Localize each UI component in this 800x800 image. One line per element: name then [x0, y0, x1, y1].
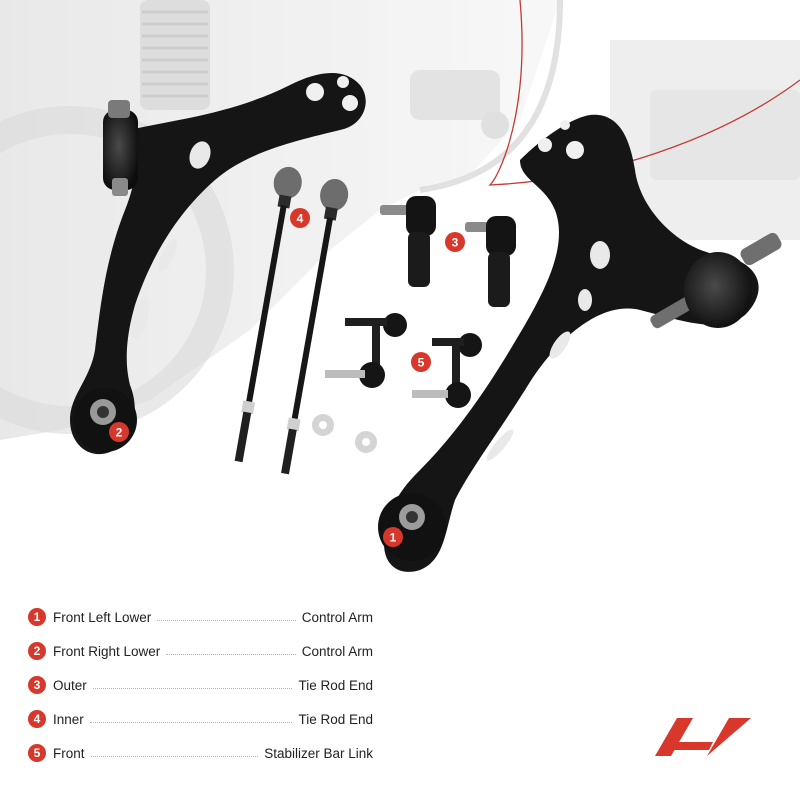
- part-position-label: Front: [53, 745, 85, 761]
- parts-list-item: 2 Front Right Lower Control Arm: [28, 634, 373, 668]
- dotted-leader-line: [166, 653, 296, 655]
- parts-list-item: 5 Front Stabilizer Bar Link: [28, 736, 373, 770]
- parts-list-item: 3 Outer Tie Rod End: [28, 668, 373, 702]
- part-number-badge: 2: [28, 642, 46, 660]
- part-number-badge: 5: [28, 744, 46, 762]
- svg-text:4: 4: [297, 212, 304, 226]
- brand-logo: [655, 708, 775, 768]
- part-number-badge: 3: [28, 676, 46, 694]
- part-position-label: Outer: [53, 677, 87, 693]
- accent-arc-decoration: [488, 0, 800, 186]
- part-type-label: Tie Rod End: [298, 677, 373, 693]
- callout-badge-4: 4: [290, 208, 310, 228]
- parts-list-item: 1 Front Left Lower Control Arm: [28, 600, 373, 634]
- callout-badge-5: 5: [411, 352, 431, 372]
- svg-text:2: 2: [116, 426, 123, 440]
- callout-badge-3: 3: [445, 232, 465, 252]
- dotted-leader-line: [89, 721, 293, 723]
- part-type-label: Control Arm: [301, 643, 373, 659]
- svg-text:3: 3: [452, 236, 459, 250]
- part-type-label: Tie Rod End: [298, 711, 373, 727]
- dotted-leader-line: [92, 687, 293, 689]
- callout-badge-1: 1: [383, 527, 403, 547]
- parts-list-item: 4 Inner Tie Rod End: [28, 702, 373, 736]
- parts-list: 1 Front Left Lower Control Arm 2 Front R…: [28, 600, 373, 770]
- dotted-leader-line: [157, 619, 296, 621]
- part-number-badge: 1: [28, 608, 46, 626]
- part-number-badge: 4: [28, 710, 46, 728]
- part-position-label: Front Right Lower: [53, 643, 161, 659]
- svg-text:5: 5: [418, 356, 425, 370]
- inner-tie-rods: [234, 166, 349, 475]
- callout-badge-2: 2: [109, 422, 129, 442]
- part-position-label: Front Left Lower: [53, 609, 152, 625]
- dotted-leader-line: [90, 755, 259, 757]
- part-type-label: Control Arm: [301, 609, 373, 625]
- outer-tie-rod-ends: [380, 196, 516, 307]
- left-lower-control-arm: [70, 72, 366, 455]
- product-photo: 1 2 3 4 5: [0, 0, 800, 572]
- part-type-label: Stabilizer Bar Link: [264, 745, 373, 761]
- part-position-label: Inner: [53, 711, 84, 727]
- svg-text:1: 1: [390, 531, 397, 545]
- stabilizer-bar-links: [312, 313, 482, 453]
